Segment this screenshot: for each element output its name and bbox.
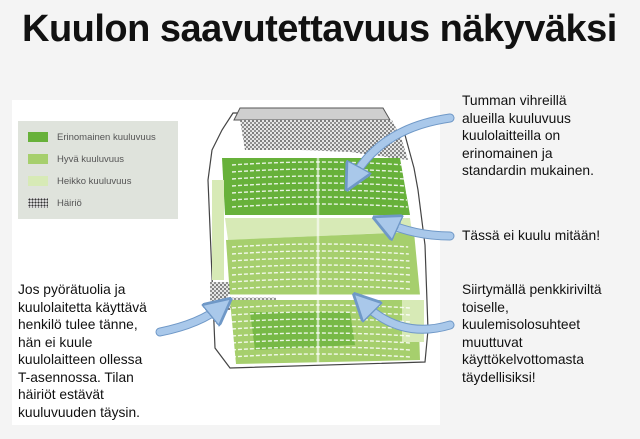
legend-label: Heikko kuuluvuus [57, 175, 132, 187]
seat-row [231, 257, 410, 262]
legend-label: Hyvä kuuluvuus [57, 153, 125, 165]
seat-row [231, 304, 411, 309]
zone-weak-left-aisle [212, 180, 224, 280]
page-title: Kuulon saavutettavuus näkyväksi [22, 8, 617, 50]
legend-label: Erinomainen kuuluvuus [57, 131, 156, 143]
legend-swatch-good [28, 154, 48, 164]
interference-area-front [240, 120, 408, 160]
seat-row [231, 271, 411, 276]
legend-item-excellent: Erinomainen kuuluvuus [28, 129, 156, 145]
seat-row [231, 264, 411, 269]
annotation-wheelchair: Jos pyörätuolia ja kuulolaitetta käyttäv… [18, 282, 147, 420]
seat-row [231, 325, 411, 330]
annotation-row-change: Siirtymällä penkkiriviltä toiselle, kuul… [462, 282, 602, 385]
legend-item-good: Hyvä kuuluvuus [28, 151, 124, 167]
legend-swatch-excellent [28, 132, 48, 142]
legend-item-weak: Heikko kuuluvuus [28, 173, 131, 189]
annotation-excellent-area: Tumman vihreillä alueilla kuuluvuus kuul… [462, 93, 594, 178]
seat-row [231, 332, 411, 337]
arrow-to-excellent-area [352, 114, 454, 180]
legend-swatch-weak [28, 176, 48, 186]
seat-row [231, 339, 411, 344]
arrow-to-wheelchair-spot [156, 306, 222, 336]
seat-row [231, 278, 411, 283]
seat-row [231, 353, 411, 358]
legend: Erinomainen kuuluvuus Hyvä kuuluvuus Hei… [18, 121, 178, 219]
seat-row [231, 346, 411, 351]
legend-label: Häiriö [57, 197, 82, 209]
legend-swatch-noise [28, 198, 48, 208]
annotation-dead-zone: Tässä ei kuulu mitään! [462, 228, 601, 243]
seat-row [231, 285, 411, 290]
arrow-to-row-change [362, 302, 454, 333]
arrow-to-dead-zone [384, 222, 454, 236]
seat-row [231, 311, 411, 316]
legend-item-noise: Häiriö [28, 195, 82, 211]
